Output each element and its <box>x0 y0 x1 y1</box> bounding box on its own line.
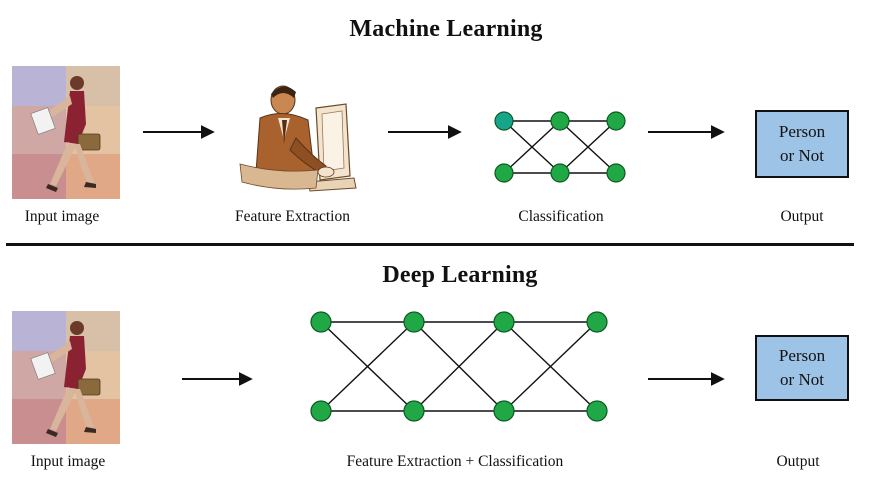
network-node <box>586 311 608 333</box>
input-image-top <box>12 66 120 199</box>
label-feature-extraction-classification: Feature Extraction + Classification <box>346 453 564 470</box>
network-node <box>403 311 425 333</box>
network-node <box>550 163 570 183</box>
network-node <box>606 163 626 183</box>
person-at-computer-icon <box>239 85 357 192</box>
label-output-bottom: Output <box>776 453 820 470</box>
label-output-top: Output <box>780 208 824 225</box>
label-classification: Classification <box>518 208 604 225</box>
network-node <box>494 111 514 131</box>
network-node <box>493 400 515 422</box>
network-node <box>550 111 570 131</box>
input-image-bottom <box>12 311 120 444</box>
network-node <box>310 311 332 333</box>
label-input-image-top: Input image <box>24 208 100 225</box>
output-box-line2: or Not <box>780 370 824 389</box>
deep-network <box>320 321 598 412</box>
classification-nodes <box>494 111 626 183</box>
deep-learning-title: Deep Learning <box>382 262 538 288</box>
label-input-image-bottom: Input image <box>30 453 106 470</box>
output-box-bottom: Person or Not <box>755 335 849 401</box>
network-node <box>586 400 608 422</box>
network-node <box>403 400 425 422</box>
network-node <box>606 111 626 131</box>
machine-learning-title: Machine Learning <box>349 16 543 42</box>
deep-network-nodes <box>310 311 608 422</box>
output-box-line1: Person <box>778 346 826 365</box>
output-box-line2: or Not <box>780 146 824 165</box>
label-feature-extraction: Feature Extraction <box>235 208 350 225</box>
network-node <box>493 311 515 333</box>
output-box-line1: Person <box>778 122 826 141</box>
output-box-top: Person or Not <box>755 110 849 178</box>
section-divider <box>6 243 854 246</box>
network-node <box>494 163 514 183</box>
network-node <box>310 400 332 422</box>
